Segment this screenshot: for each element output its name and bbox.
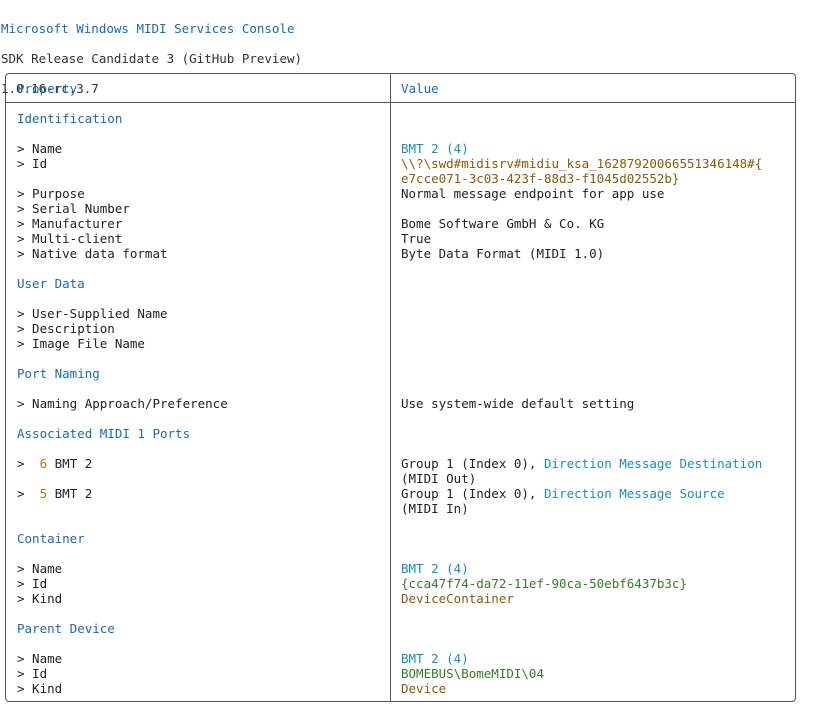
property-manufacturer-value: Bome Software GmbH & Co. KG [401, 216, 604, 231]
property-image-file-label: > Image File Name [17, 336, 145, 351]
property-format-label: > Native data format [17, 246, 168, 261]
section-container: Container [17, 531, 85, 546]
parent-name-value: BMT 2 (4) [401, 651, 469, 666]
container-name-value: BMT 2 (4) [401, 561, 469, 576]
header-divider [6, 102, 795, 103]
property-description-label: > Description [17, 321, 115, 336]
property-id-value-line1: \\?\swd#midisrv#midiu_ksa_16287920066551… [401, 156, 762, 171]
container-kind-label: > Kind [17, 591, 62, 606]
parent-id-label: > Id [17, 666, 47, 681]
property-naming-approach-label: > Naming Approach/Preference [17, 396, 228, 411]
property-multiclient-label: > Multi-client [17, 231, 122, 246]
midi1-port-value: Group 1 (Index 0), Direction Message Des… [401, 456, 762, 471]
midi1-port-value: Group 1 (Index 0), Direction Message Sou… [401, 486, 725, 501]
section-identification: Identification [17, 111, 122, 126]
port-direction-label: Direction Message Source [544, 486, 725, 501]
property-purpose-label: > Purpose [17, 186, 85, 201]
midi1-port-direction-line2: (MIDI In) [401, 501, 469, 516]
port-name: BMT 2 [55, 456, 93, 471]
midi1-port-direction-line2: (MIDI Out) [401, 471, 476, 486]
parent-name-label: > Name [17, 651, 62, 666]
midi1-port-row: > 6 BMT 2 [17, 456, 92, 471]
property-manufacturer-label: > Manufacturer [17, 216, 122, 231]
container-id-value: {cca47f74-da72-11ef-90ca-50ebf6437b3c} [401, 576, 687, 591]
section-port-naming: Port Naming [17, 366, 100, 381]
property-user-supplied-name-label: > User-Supplied Name [17, 306, 168, 321]
port-prefix: > [17, 486, 25, 501]
section-midi1-ports: Associated MIDI 1 Ports [17, 426, 190, 441]
parent-id-value: BOMEBUS\BomeMIDI\04 [401, 666, 544, 681]
port-group: Group 1 (Index 0), [401, 456, 544, 471]
property-name-label: > Name [17, 141, 62, 156]
midi1-port-row: > 5 BMT 2 [17, 486, 92, 501]
property-naming-approach-value: Use system-wide default setting [401, 396, 634, 411]
app-title: Microsoft Windows MIDI Services Console [1, 21, 302, 36]
property-id-label: > Id [17, 156, 47, 171]
endpoint-properties-table: Property Value Identification > Name BMT… [5, 73, 796, 702]
port-group: Group 1 (Index 0), [401, 486, 544, 501]
section-user-data: User Data [17, 276, 85, 291]
parent-kind-value: Device [401, 681, 446, 696]
property-format-value: Byte Data Format (MIDI 1.0) [401, 246, 604, 261]
property-name-value: BMT 2 (4) [401, 141, 469, 156]
port-index: 6 [40, 456, 48, 471]
column-header-property: Property [17, 81, 77, 96]
section-parent-device: Parent Device [17, 621, 115, 636]
property-id-value-line2: e7cce071-3c03-423f-88d3-f1045d02552b} [401, 171, 679, 186]
port-prefix: > [17, 456, 25, 471]
property-serial-label: > Serial Number [17, 201, 130, 216]
container-id-label: > Id [17, 576, 47, 591]
container-kind-value: DeviceContainer [401, 591, 514, 606]
column-header-value: Value [401, 81, 439, 96]
column-divider [390, 74, 391, 701]
container-name-label: > Name [17, 561, 62, 576]
port-name: BMT 2 [55, 486, 93, 501]
port-direction-label: Direction Message Destination [544, 456, 762, 471]
port-index: 5 [40, 486, 48, 501]
property-purpose-value: Normal message endpoint for app use [401, 186, 664, 201]
property-multiclient-value: True [401, 231, 431, 246]
sdk-subtitle: SDK Release Candidate 3 (GitHub Preview) [1, 51, 302, 66]
parent-kind-label: > Kind [17, 681, 62, 696]
